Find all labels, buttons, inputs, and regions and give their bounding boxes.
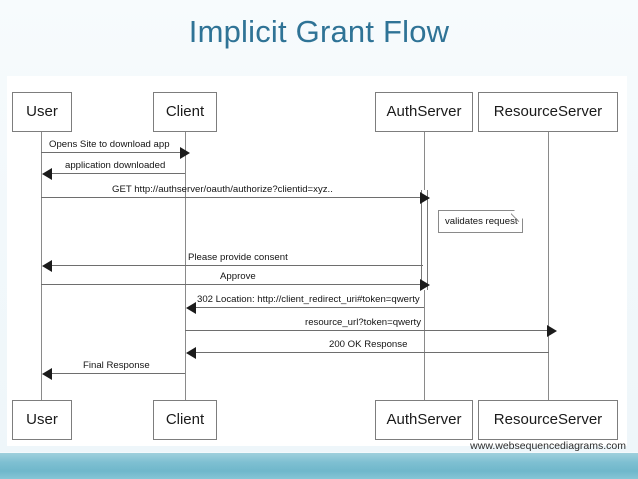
lifeline-resourceserver	[548, 116, 550, 402]
participant-resourceserver-top[interactable]: ResourceServer	[478, 92, 618, 132]
arrowhead-left-icon	[42, 259, 52, 272]
message-label-approve: Approve	[220, 271, 256, 282]
message-label-get-authorize: GET http://authserver/oauth/authorize?cl…	[112, 184, 333, 195]
watermark-label: www.websequencediagrams.com	[470, 440, 626, 452]
message-arrow-get-authorize	[41, 191, 430, 204]
participant-user-top[interactable]: User	[12, 92, 72, 132]
arrowhead-right-icon	[547, 324, 557, 337]
page-title: Implicit Grant Flow	[188, 14, 450, 49]
message-arrow-200-ok	[186, 346, 549, 359]
sequence-diagram: User Client AuthServer ResourceServer Us…	[7, 76, 627, 446]
participant-user-bottom[interactable]: User	[12, 400, 72, 440]
message-arrow-approve	[41, 278, 430, 291]
participant-resourceserver-bottom[interactable]: ResourceServer	[478, 400, 618, 440]
arrowhead-right-icon	[420, 278, 430, 291]
message-label-opens-site: Opens Site to download app	[49, 139, 170, 150]
arrowhead-left-icon	[42, 367, 52, 380]
message-arrow-opens-site	[41, 146, 190, 159]
bottom-band	[0, 453, 638, 479]
arrowhead-left-icon	[42, 167, 52, 180]
note-fold-edge-icon	[511, 210, 523, 222]
arrowhead-right-icon	[180, 146, 190, 159]
note-validates-request: validates request	[438, 210, 523, 233]
message-label-application-downloaded: application downloaded	[65, 160, 166, 171]
message-label-provide-consent: Please provide consent	[188, 252, 288, 263]
participant-client-bottom[interactable]: Client	[153, 400, 217, 440]
activation-authserver	[421, 190, 428, 290]
participant-client-top[interactable]: Client	[153, 92, 217, 132]
message-arrow-resource-url	[185, 324, 557, 337]
message-label-final-response: Final Response	[83, 360, 150, 371]
arrowhead-left-icon	[186, 301, 196, 314]
lifeline-client	[185, 116, 187, 402]
participant-authserver-top[interactable]: AuthServer	[375, 92, 473, 132]
message-label-resource-url: resource_url?token=qwerty	[305, 317, 421, 328]
arrowhead-left-icon	[186, 346, 196, 359]
participant-authserver-bottom[interactable]: AuthServer	[375, 400, 473, 440]
message-label-302-location: 302 Location: http://client_redirect_uri…	[197, 294, 420, 305]
message-arrow-302-location	[186, 301, 424, 314]
arrowhead-right-icon	[420, 191, 430, 204]
message-label-200-ok: 200 OK Response	[329, 339, 408, 350]
lifeline-user	[41, 116, 43, 402]
note-label: validates request	[445, 216, 518, 227]
message-arrow-application-downloaded	[42, 167, 185, 180]
message-arrow-provide-consent	[42, 259, 423, 272]
message-arrow-final-response	[42, 367, 185, 380]
